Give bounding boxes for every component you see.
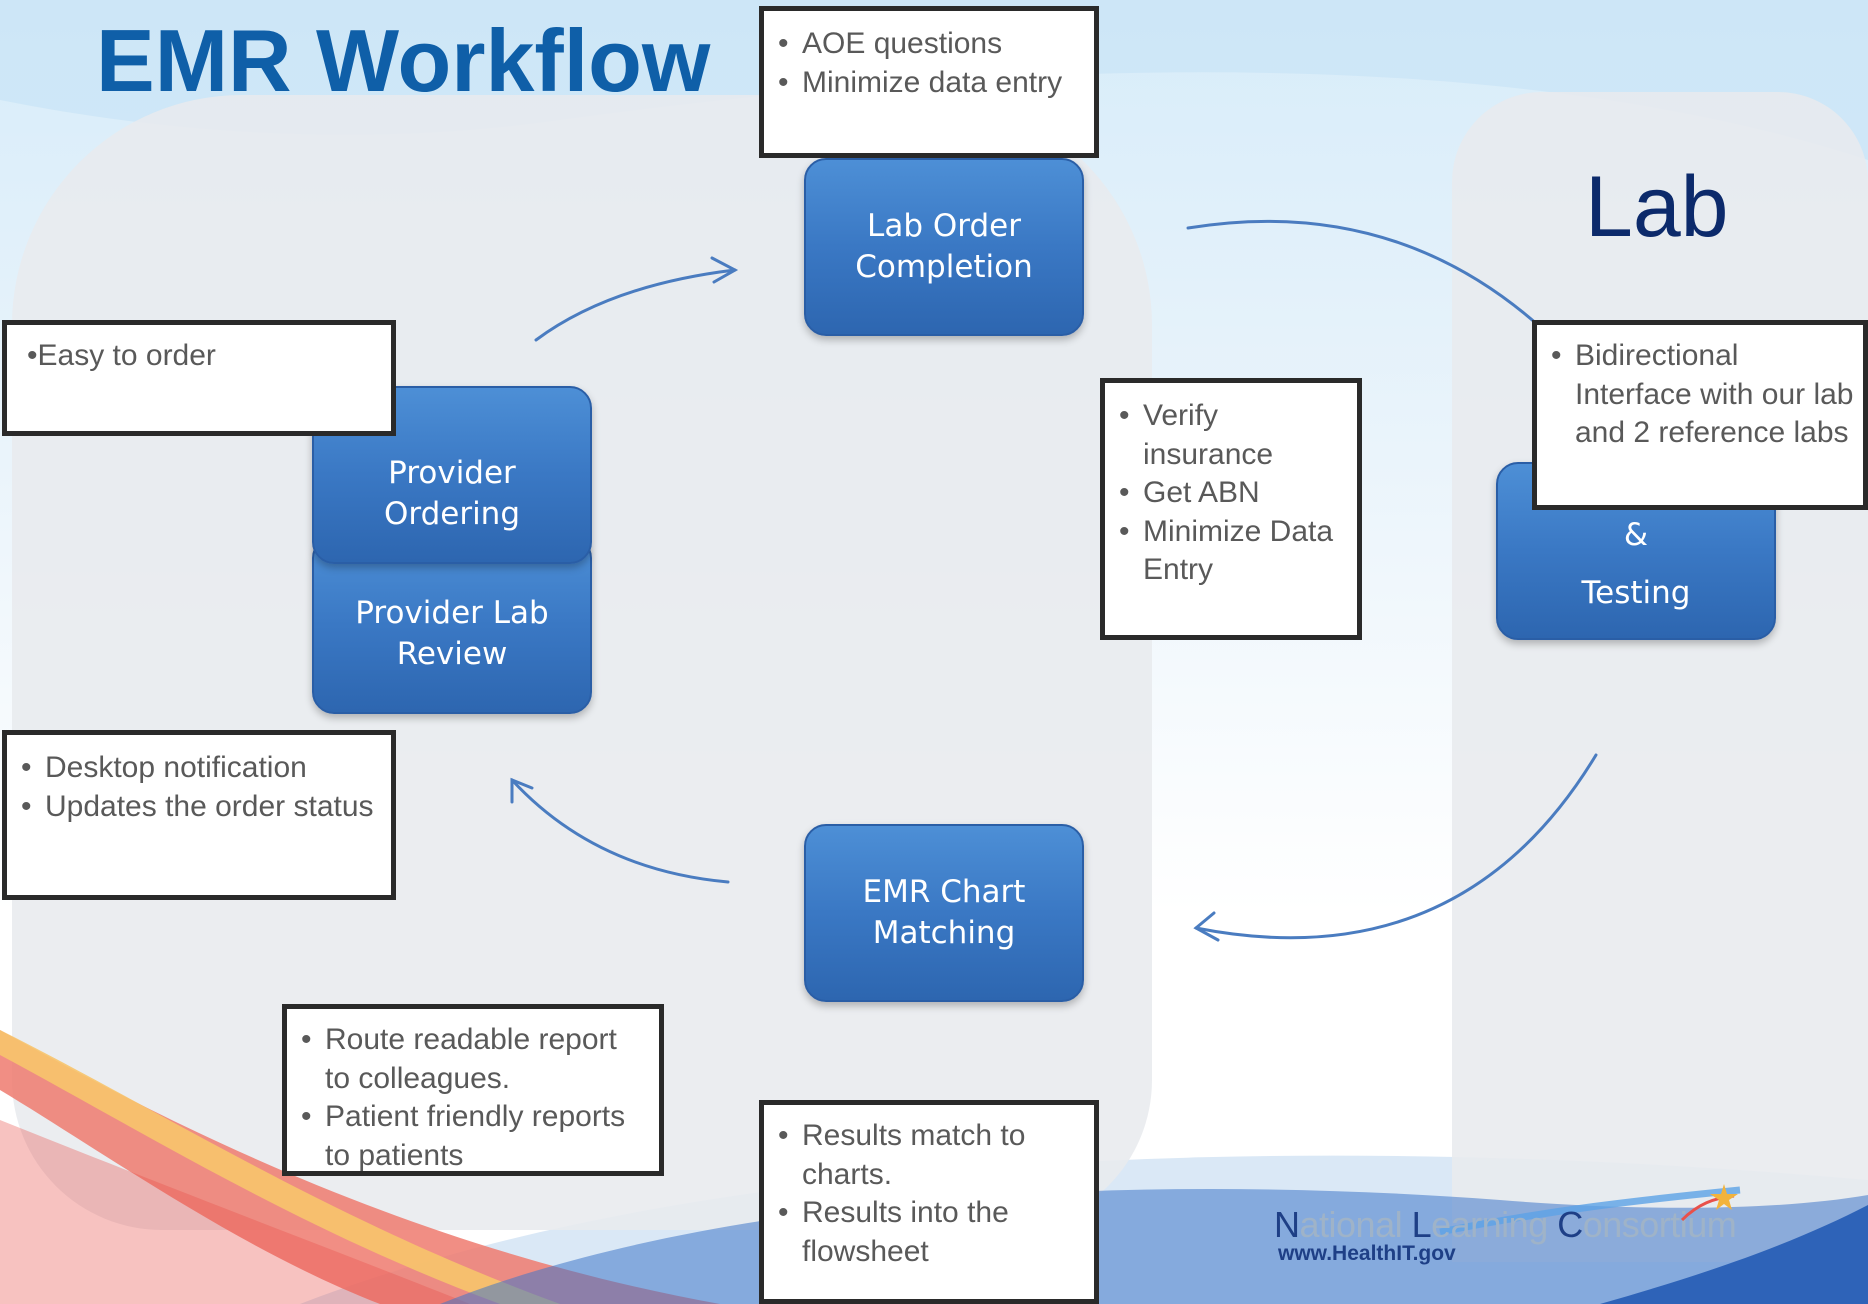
note-item: Bidirectional Interface with our lab and… — [1537, 337, 1855, 453]
note-verify-insurance: Verify insurance Get ABN Minimize Data E… — [1100, 378, 1362, 640]
node-label-line: EMR Chart — [862, 874, 1026, 910]
note-results-match: Results match to charts. Results into th… — [759, 1100, 1099, 1304]
note-route-report: Route readable report to colleagues. Pat… — [282, 1004, 664, 1176]
node-label-line: Completion — [855, 249, 1033, 285]
note-item: •Easy to order — [27, 339, 216, 372]
note-bidirectional-interface: Bidirectional Interface with our lab and… — [1532, 320, 1868, 510]
note-item: Get ABN — [1105, 474, 1349, 513]
lab-heading: Lab — [1585, 159, 1729, 255]
lab-order-completion-node: Lab Order Completion — [804, 158, 1084, 336]
national-learning-consortium-logo: National Learning Consortium www.HealthI… — [1274, 1204, 1737, 1266]
note-item: AOE questions — [764, 25, 1084, 64]
note-item: Patient friendly reports to patients — [287, 1098, 649, 1175]
note-easy-to-order: •Easy to order — [2, 320, 396, 436]
note-item: Results into the flowsheet — [764, 1194, 1084, 1271]
node-label-line: Ordering — [383, 496, 521, 532]
note-item: Verify insurance — [1105, 397, 1349, 474]
star-icon — [1680, 1184, 1738, 1222]
node-label-line: Lab Order — [867, 208, 1021, 244]
node-label-line: & — [1623, 517, 1649, 553]
provider-lab-review-node: Provider Lab Review — [312, 536, 592, 714]
note-item: Minimize data entry — [764, 64, 1084, 103]
logo-url: www.HealthIT.gov — [1278, 1242, 1456, 1265]
note-item: Desktop notification — [7, 749, 381, 788]
note-item: Updates the order status — [7, 788, 381, 827]
node-label-line: Provider — [388, 455, 516, 491]
note-item: Results match to charts. — [764, 1117, 1084, 1194]
node-label-line: Provider Lab — [355, 595, 549, 631]
note-aoe-questions: AOE questions Minimize data entry — [759, 6, 1099, 158]
note-item: Minimize Data Entry — [1105, 513, 1349, 590]
emr-chart-matching-node: EMR Chart Matching — [804, 824, 1084, 1002]
note-item: Route readable report to colleagues. — [287, 1021, 649, 1098]
node-label-line: Testing — [1581, 575, 1691, 611]
note-desktop-notification: Desktop notification Updates the order s… — [2, 730, 396, 900]
node-label-line: Matching — [872, 915, 1016, 951]
page-title: EMR Workflow — [96, 11, 711, 110]
node-label-line: Review — [396, 636, 508, 672]
logo-name: National Learning Consortium — [1274, 1204, 1737, 1245]
